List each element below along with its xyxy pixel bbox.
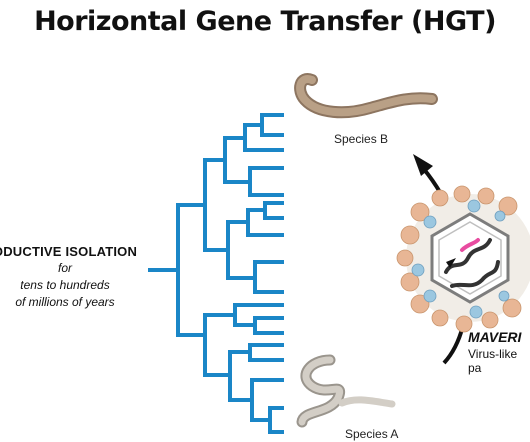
maverick-label: MAVERI — [468, 329, 522, 345]
species-a-label: Species A — [345, 427, 399, 441]
virus-particle — [396, 185, 530, 333]
species-a-worm — [296, 354, 396, 428]
maverick-description: Virus-like pa — [468, 347, 518, 375]
reproductive-isolation-label: ODUCTIVE ISOLATION for tens to hundreds … — [0, 243, 170, 311]
phylogenetic-tree — [148, 113, 284, 434]
species-b-worm — [294, 73, 438, 119]
species-b-label: Species B — [334, 132, 389, 146]
isolation-line-3: of millions of years — [15, 295, 115, 309]
isolation-line-2: tens to hundreds — [20, 278, 110, 292]
isolation-heading: ODUCTIVE ISOLATION — [0, 244, 138, 259]
isolation-line-1: for — [57, 261, 72, 275]
diagram-title: Horizontal Gene Transfer (HGT) — [34, 6, 496, 37]
